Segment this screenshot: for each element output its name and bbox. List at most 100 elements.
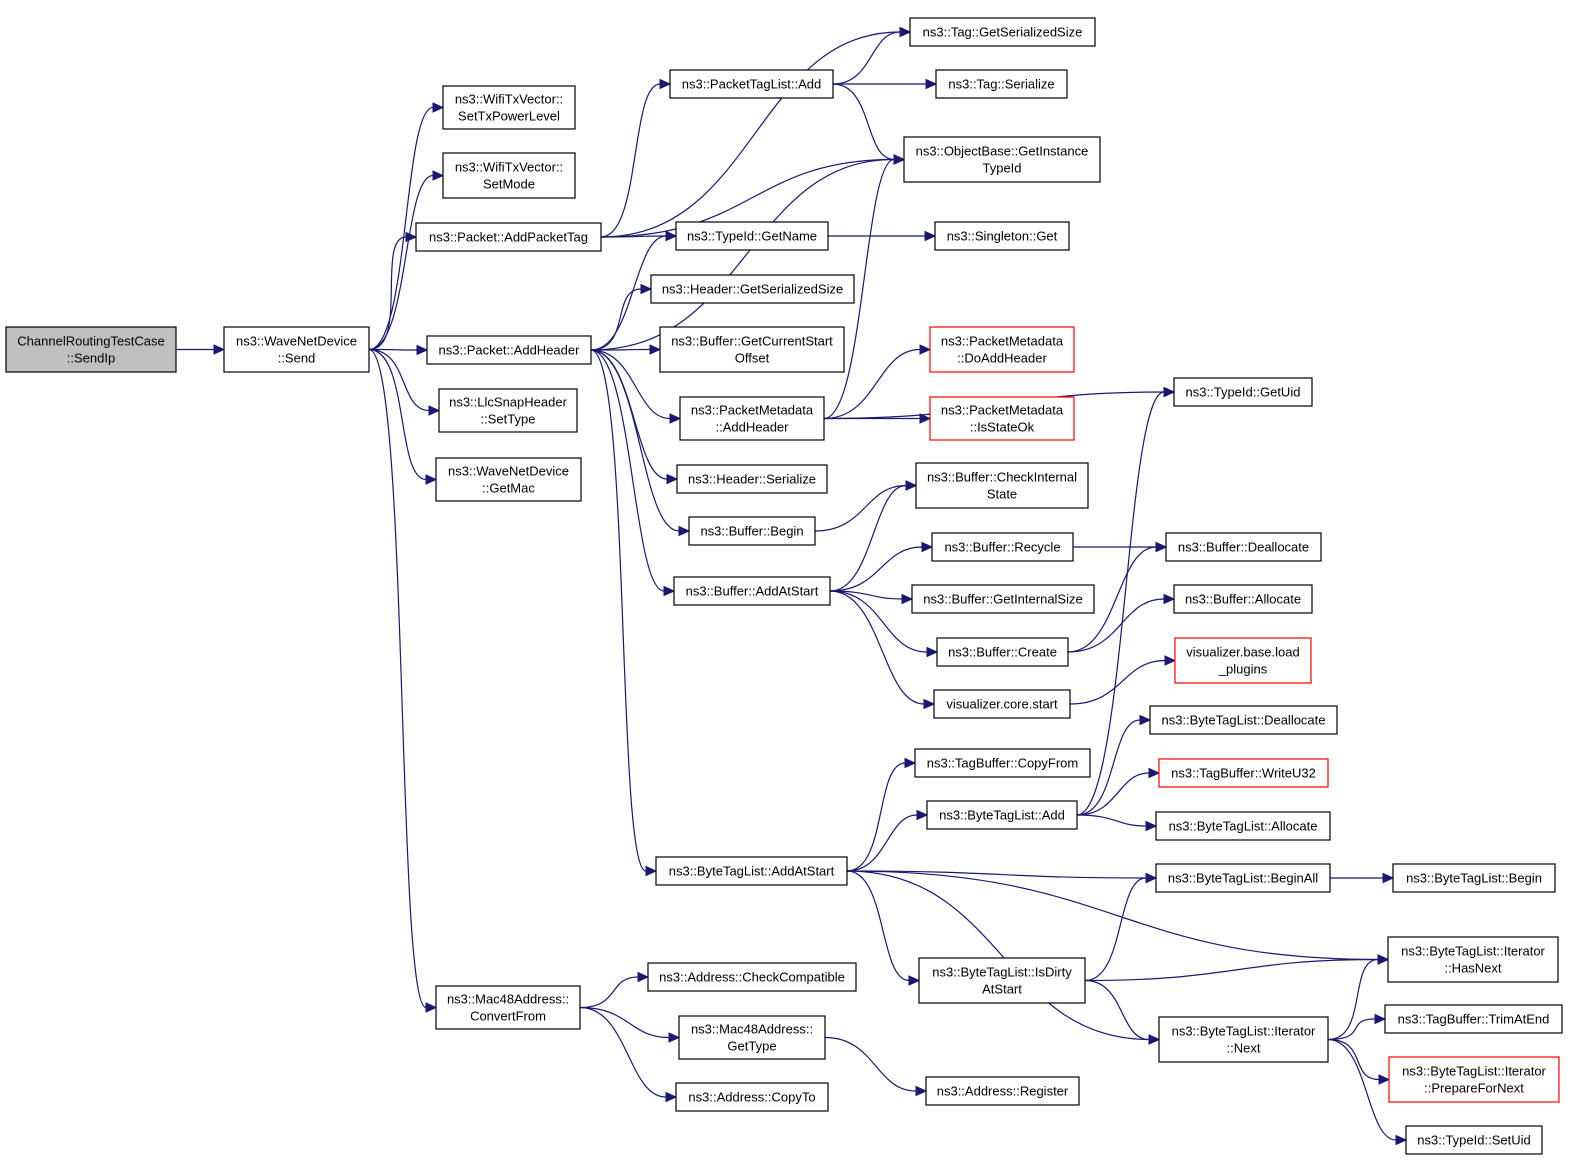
node-btl-iter-hasnext[interactable]: ns3::ByteTagList::Iterator::HasNext	[1387, 936, 1559, 983]
node-btl-allocate[interactable]: ns3::ByteTagList::Allocate	[1155, 811, 1331, 841]
node-label: ns3::ByteTagList::Begin	[1406, 871, 1542, 886]
node-typeid-getname[interactable]: ns3::TypeId::GetName	[675, 221, 829, 251]
node-hdr-serialize[interactable]: ns3::Header::Serialize	[676, 464, 828, 494]
node-hdr-getsersize[interactable]: ns3::Header::GetSerializedSize	[650, 274, 855, 304]
node-pm-isstateok[interactable]: ns3::PacketMetadata::IsStateOk	[929, 396, 1075, 441]
node-buf-allocate[interactable]: ns3::Buffer::Allocate	[1173, 584, 1313, 614]
node-label: ns3::WifiTxVector::	[455, 160, 563, 175]
node-label: ns3::ObjectBase::GetInstance	[916, 144, 1089, 159]
node-label: AtStart	[982, 982, 1022, 997]
node-box	[678, 1015, 826, 1060]
edge-convertfrom-to-mac48-gettype	[579, 1006, 681, 1043]
node-label: ns3::Buffer::Allocate	[1185, 592, 1301, 607]
edge-buf-addatstart-to-buf-recycle	[829, 541, 934, 592]
edge-arrowhead	[1378, 1074, 1391, 1085]
edge-btl-addatstart-to-btl-add	[846, 809, 929, 872]
node-addheader[interactable]: ns3::Packet::AddHeader	[426, 335, 592, 365]
edge-arrowhead	[640, 283, 653, 295]
node-pm-doaddheader[interactable]: ns3::PacketMetadata::DoAddHeader	[929, 326, 1075, 373]
edge-arrowhead	[925, 78, 938, 90]
node-btl-add[interactable]: ns3::ByteTagList::Add	[926, 800, 1078, 830]
edge-btl-iter-next-to-btl-iter-prepare	[1327, 1038, 1391, 1085]
edge-btl-iter-next-to-typeid-setuid	[1327, 1038, 1408, 1146]
node-llcsettype[interactable]: ns3::LlcSnapHeader::SetType	[438, 388, 578, 433]
node-btl-iter-next[interactable]: ns3::ByteTagList::Iterator::Next	[1158, 1016, 1329, 1063]
node-tagbuf-copyfrom[interactable]: ns3::TagBuffer::CopyFrom	[914, 748, 1091, 778]
edge-line	[1084, 877, 1147, 982]
node-label: GetType	[727, 1039, 776, 1054]
node-label: ::IsStateOk	[970, 420, 1035, 435]
node-convertfrom[interactable]: ns3::Mac48Address::ConvertFrom	[435, 985, 581, 1030]
node-addr-copyto[interactable]: ns3::Address::CopyTo	[675, 1082, 829, 1112]
node-setmode[interactable]: ns3::WifiTxVector::SetMode	[442, 152, 576, 199]
node-addr-checkcompat[interactable]: ns3::Address::CheckCompatible	[647, 962, 857, 992]
node-buf-recycle[interactable]: ns3::Buffer::Recycle	[931, 532, 1074, 562]
edge-addheader-to-buf-getcurstart	[590, 344, 662, 355]
node-btl-addatstart[interactable]: ns3::ByteTagList::AddAtStart	[655, 856, 848, 886]
edge-arrowhead	[926, 646, 939, 658]
edge-btl-isdirty-to-btl-beginall	[1084, 872, 1158, 982]
node-settxpower[interactable]: ns3::WifiTxVector::SetTxPowerLevel	[442, 85, 576, 130]
edge-addheader-to-typeid-getname	[590, 230, 678, 351]
node-pm-addheader[interactable]: ns3::PacketMetadata::AddHeader	[679, 396, 825, 441]
node-typeid-getuid[interactable]: ns3::TypeId::GetUid	[1173, 377, 1313, 407]
node-btl-iter-prepare[interactable]: ns3::ByteTagList::Iterator::PrepareForNe…	[1388, 1056, 1560, 1103]
edge-arrowhead	[1382, 872, 1395, 884]
node-getmac[interactable]: ns3::WaveNetDevice::GetMac	[435, 457, 582, 502]
node-vis-base-load[interactable]: visualizer.base.load_plugins	[1174, 637, 1312, 684]
edge-addheader-to-pm-addheader	[590, 349, 682, 424]
node-btl-begin[interactable]: ns3::ByteTagList::Begin	[1392, 863, 1556, 893]
node-addr-register[interactable]: ns3::Address::Register	[925, 1076, 1080, 1106]
edge-line	[846, 870, 1150, 1041]
node-vis-core-start[interactable]: visualizer.core.start	[933, 689, 1071, 719]
edge-arrowhead	[1163, 386, 1176, 398]
edge-arrowhead	[924, 230, 937, 242]
node-singleton-get[interactable]: ns3::Singleton::Get	[934, 221, 1070, 251]
node-buf-create[interactable]: ns3::Buffer::Create	[936, 637, 1069, 667]
node-buf-addatstart[interactable]: ns3::Buffer::AddAtStart	[673, 576, 831, 606]
edge-line	[1327, 1038, 1380, 1081]
node-buf-begin[interactable]: ns3::Buffer::Begin	[688, 516, 816, 546]
edge-arrowhead	[919, 344, 932, 355]
edge-arrowhead	[645, 865, 658, 877]
node-buf-getinternalsize[interactable]: ns3::Buffer::GetInternalSize	[911, 584, 1095, 614]
edge-arrowhead	[659, 78, 672, 90]
node-label: ns3::ByteTagList::IsDirty	[932, 965, 1072, 980]
node-label: ns3::Address::CheckCompatible	[659, 970, 845, 985]
node-addpackettag[interactable]: ns3::Packet::AddPacketTag	[415, 222, 602, 252]
edge-arrowhead	[899, 26, 912, 38]
node-box	[438, 388, 578, 433]
edge-arrowhead	[1148, 767, 1161, 779]
node-buf-deallocate[interactable]: ns3::Buffer::Deallocate	[1165, 532, 1322, 562]
node-wave-send[interactable]: ns3::WaveNetDevice::Send	[223, 326, 370, 373]
node-sendip[interactable]: ChannelRoutingTestCase::SendIp	[5, 326, 177, 373]
node-mac48-gettype[interactable]: ns3::Mac48Address::GetType	[678, 1015, 826, 1060]
edge-line	[600, 83, 661, 238]
node-label: ns3::Tag::GetSerializedSize	[923, 25, 1083, 40]
node-label: ns3::Mac48Address::	[447, 992, 569, 1007]
edges-layer	[176, 26, 1408, 1146]
node-label: SetTxPowerLevel	[458, 109, 560, 124]
node-label: ns3::Buffer::AddAtStart	[686, 584, 819, 599]
node-tagbuf-trimatend[interactable]: ns3::TagBuffer::TrimAtEnd	[1384, 1004, 1563, 1034]
edge-wave-send-to-setmode	[368, 170, 445, 351]
node-label: ns3::ByteTagList::BeginAll	[1168, 871, 1318, 886]
node-box	[673, 576, 831, 606]
node-btl-beginall[interactable]: ns3::ByteTagList::BeginAll	[1155, 863, 1331, 893]
node-label: ns3::Singleton::Get	[947, 229, 1058, 244]
node-typeid-setuid[interactable]: ns3::TypeId::SetUid	[1405, 1125, 1543, 1155]
node-btl-deallocate[interactable]: ns3::ByteTagList::Deallocate	[1149, 705, 1338, 735]
node-tagbuf-writeu32[interactable]: ns3::TagBuffer::WriteU32	[1158, 758, 1329, 788]
edge-arrowhead	[1163, 593, 1176, 605]
node-box	[659, 326, 845, 373]
node-tag-getsersize[interactable]: ns3::Tag::GetSerializedSize	[909, 17, 1096, 47]
node-tag-serialize[interactable]: ns3::Tag::Serialize	[935, 69, 1068, 99]
node-ptl-add[interactable]: ns3::PacketTagList::Add	[669, 69, 834, 99]
edge-btl-beginall-to-btl-begin	[1330, 872, 1395, 884]
node-box	[915, 462, 1089, 509]
